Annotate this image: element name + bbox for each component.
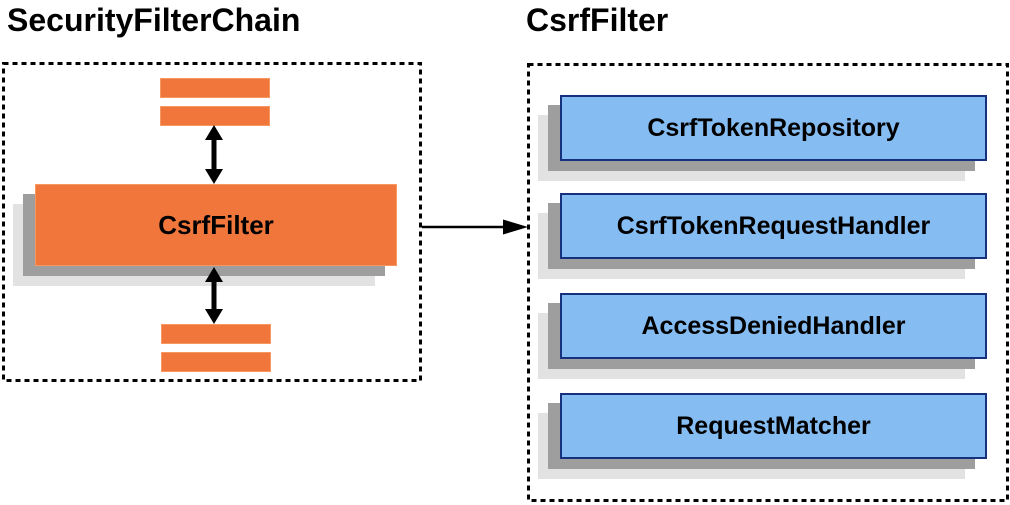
double-arrow-top	[205, 125, 223, 184]
component-label: CsrfTokenRequestHandler	[616, 211, 931, 240]
component-label: RequestMatcher	[676, 411, 871, 440]
component-label: CsrfTokenRepository	[647, 113, 900, 142]
csrf-filter-node-label: CsrfFilter	[158, 209, 274, 240]
csrf-filter-node: CsrfFilter	[35, 184, 397, 266]
component-label: AccessDeniedHandler	[641, 311, 906, 340]
component-csrf-token-repository: CsrfTokenRepository	[560, 95, 987, 161]
right-panel-title: CsrfFilter	[526, 2, 669, 38]
filter-placeholder-bar	[160, 78, 270, 98]
component-access-denied-handler: AccessDeniedHandler	[560, 293, 987, 359]
filter-placeholder-bar	[161, 324, 271, 344]
left-panel-title: SecurityFilterChain	[7, 2, 301, 38]
flow-arrow	[422, 219, 528, 235]
filter-placeholder-bar	[161, 352, 271, 372]
component-request-matcher: RequestMatcher	[560, 393, 987, 459]
component-csrf-token-request-handler: CsrfTokenRequestHandler	[560, 193, 987, 259]
double-arrow-bottom	[205, 267, 223, 324]
filter-placeholder-bar	[160, 106, 270, 126]
